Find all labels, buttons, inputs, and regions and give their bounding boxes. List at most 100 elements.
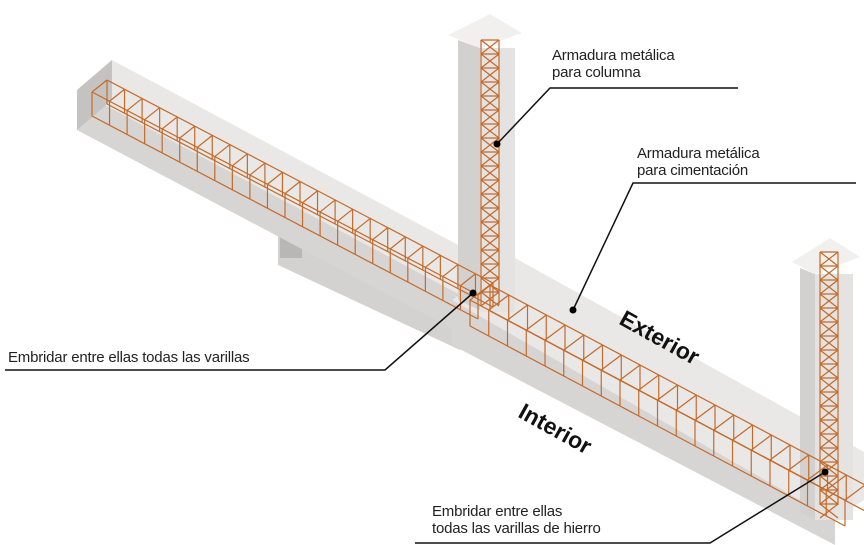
column-2-rebar-lacing xyxy=(819,321,839,337)
label-foundation-rebar-line2: para cimentación xyxy=(637,162,749,179)
upper-beam-rebar-stirrup xyxy=(196,134,213,148)
column-2-rebar-lacing xyxy=(819,265,839,281)
lower-beam-rebar-stirrup xyxy=(619,364,641,381)
upper-beam-rebar-stirrup xyxy=(231,153,248,167)
upper-beam-rebar-stirrup xyxy=(354,217,371,231)
upper-beam-rebar-stirrup xyxy=(337,208,354,222)
leader-column-rebar xyxy=(496,87,738,145)
upper-beam-rebar-stirrup xyxy=(319,199,336,213)
column-1-rebar-lacing xyxy=(480,207,500,223)
upper-beam-rebar-stirrup xyxy=(179,125,196,139)
upper-beam-rebar-stirrup xyxy=(302,190,318,204)
column-2-rebar-lacing xyxy=(819,293,839,309)
label-foundation-rebar-line1: Armadura metálica xyxy=(637,145,760,162)
lower-beam-rebar-stirrup xyxy=(657,384,678,401)
dot-tie-all-bars xyxy=(469,289,477,297)
column-2-rebar-lacing xyxy=(819,349,839,365)
column-2-rebar-lacing xyxy=(819,251,839,267)
column-2-rebar-lacing xyxy=(819,363,839,379)
column-1-rebar-lacing xyxy=(480,263,500,279)
label-column-rebar: Armadura metálica para columna xyxy=(552,47,675,81)
upper-beam-rebar-stirrup xyxy=(91,79,108,93)
column-1-rebar-lacing xyxy=(480,67,500,83)
upper-beam-side xyxy=(77,90,470,338)
lower-beam-rebar-stirrup xyxy=(844,485,864,501)
column-1-rebar-lacing xyxy=(480,193,500,209)
lower-beam-rebar-stirrup xyxy=(694,404,716,421)
lower-beam-rebar-stirrup xyxy=(507,304,528,321)
upper-beam-rebar-stirrup xyxy=(267,171,283,185)
lower-beam-rebar-stirrup xyxy=(825,474,847,491)
dot-column-rebar xyxy=(493,140,501,148)
label-tie-iron-bars-line1: Embridar entre ellas xyxy=(432,503,563,520)
column-1-rebar-lacing xyxy=(480,179,500,195)
column-2-rebar-lacing xyxy=(819,335,839,351)
upper-beam-rebar-stirrup xyxy=(389,236,406,250)
column-1-rebar-lacing xyxy=(480,53,500,69)
column-1-rebar-lacing xyxy=(480,123,500,139)
lower-beam-rebar-stirrup xyxy=(807,464,828,481)
column-1-rebar-lacing xyxy=(480,235,500,251)
upper-beam-rebar-stirrup xyxy=(372,227,389,241)
label-column-rebar-line1: Armadura metálica xyxy=(552,47,675,64)
lower-beam-rebar-stirrup xyxy=(713,414,735,431)
lower-beam-rebar-stirrup xyxy=(563,334,585,351)
column-2-rebar-lacing xyxy=(819,405,839,421)
label-tie-iron-bars: Embridar entre ellas todas las varillas … xyxy=(432,503,601,537)
lower-beam-rebar-stirrup xyxy=(750,434,772,451)
column-2-rebar-lacing xyxy=(819,279,839,295)
upper-beam-rebar-stirrup xyxy=(424,254,441,268)
column-1-side xyxy=(458,40,480,310)
column-1-rebar-lacing xyxy=(480,221,500,237)
label-tie-all-bars: Embridar entre ellas todas las varillas xyxy=(8,349,250,366)
upper-beam-rebar-stirrup xyxy=(249,162,266,176)
lower-beam-rebar-stirrup xyxy=(638,374,660,391)
lower-beam-rebar-stirrup xyxy=(525,314,547,331)
label-foundation-rebar: Armadura metálica para cimentación xyxy=(637,145,760,179)
upper-beam-rebar-stirrup xyxy=(407,245,424,259)
upper-beam-rebar-stirrup xyxy=(126,97,143,111)
rebar-cages xyxy=(91,39,864,527)
column-2-rebar-lacing xyxy=(819,391,839,407)
column-1-rebar-lacing xyxy=(480,81,500,97)
column-1-rebar-lacing xyxy=(480,249,500,265)
lower-beam-rebar-stirrup xyxy=(675,394,697,411)
column-2-rebar-lacing xyxy=(819,489,839,505)
leader-tie-all-bars xyxy=(5,292,474,371)
column-1-rebar-lacing xyxy=(480,277,500,293)
leader-dots xyxy=(469,140,829,476)
lower-beam-rebar-stirrup xyxy=(544,324,566,341)
label-column-rebar-line2: para columna xyxy=(552,64,641,81)
column-2-rebar-lacing xyxy=(819,433,839,449)
lower-beam-rebar-stirrup xyxy=(600,354,622,371)
column-1-rebar-lacing xyxy=(480,165,500,181)
column-2-rebar-lacing xyxy=(819,475,839,491)
lower-beam-rebar-stirrup xyxy=(582,344,603,361)
dot-tie-iron-bars xyxy=(821,468,829,476)
upper-beam-rebar-stirrup xyxy=(284,181,301,194)
column-2-rebar-lacing xyxy=(819,419,839,435)
upper-beam-rebar-stirrup xyxy=(460,273,476,287)
upper-beam-end xyxy=(77,60,112,130)
leader-lines xyxy=(5,87,856,544)
column-2-rebar-lacing xyxy=(819,447,839,463)
column-1-rebar-lacing xyxy=(480,95,500,111)
column-1-rebar-lacing xyxy=(480,39,500,55)
upper-beam-rebar-stirrup xyxy=(144,107,161,121)
column-2-rebar-lacing xyxy=(819,503,839,519)
lower-beam-top xyxy=(452,258,864,520)
label-tie-iron-bars-line2: todas las varillas de hierro xyxy=(432,520,601,537)
column-1-rebar-lacing xyxy=(480,291,500,307)
column-1-cap xyxy=(448,14,522,48)
lower-beam-rebar-stirrup xyxy=(769,444,791,461)
column-2-rebar-lacing xyxy=(819,307,839,323)
upper-beam-rebar-stirrup xyxy=(442,264,459,278)
lower-beam-side xyxy=(452,300,835,545)
upper-beam-rebar-stirrup xyxy=(214,144,231,158)
upper-beam-rebar-stirrup xyxy=(161,116,178,130)
column-1-rebar-lacing xyxy=(480,151,500,167)
lower-beam-rebar-stirrup xyxy=(732,424,753,441)
upper-beam-rebar-stirrup xyxy=(109,88,125,102)
